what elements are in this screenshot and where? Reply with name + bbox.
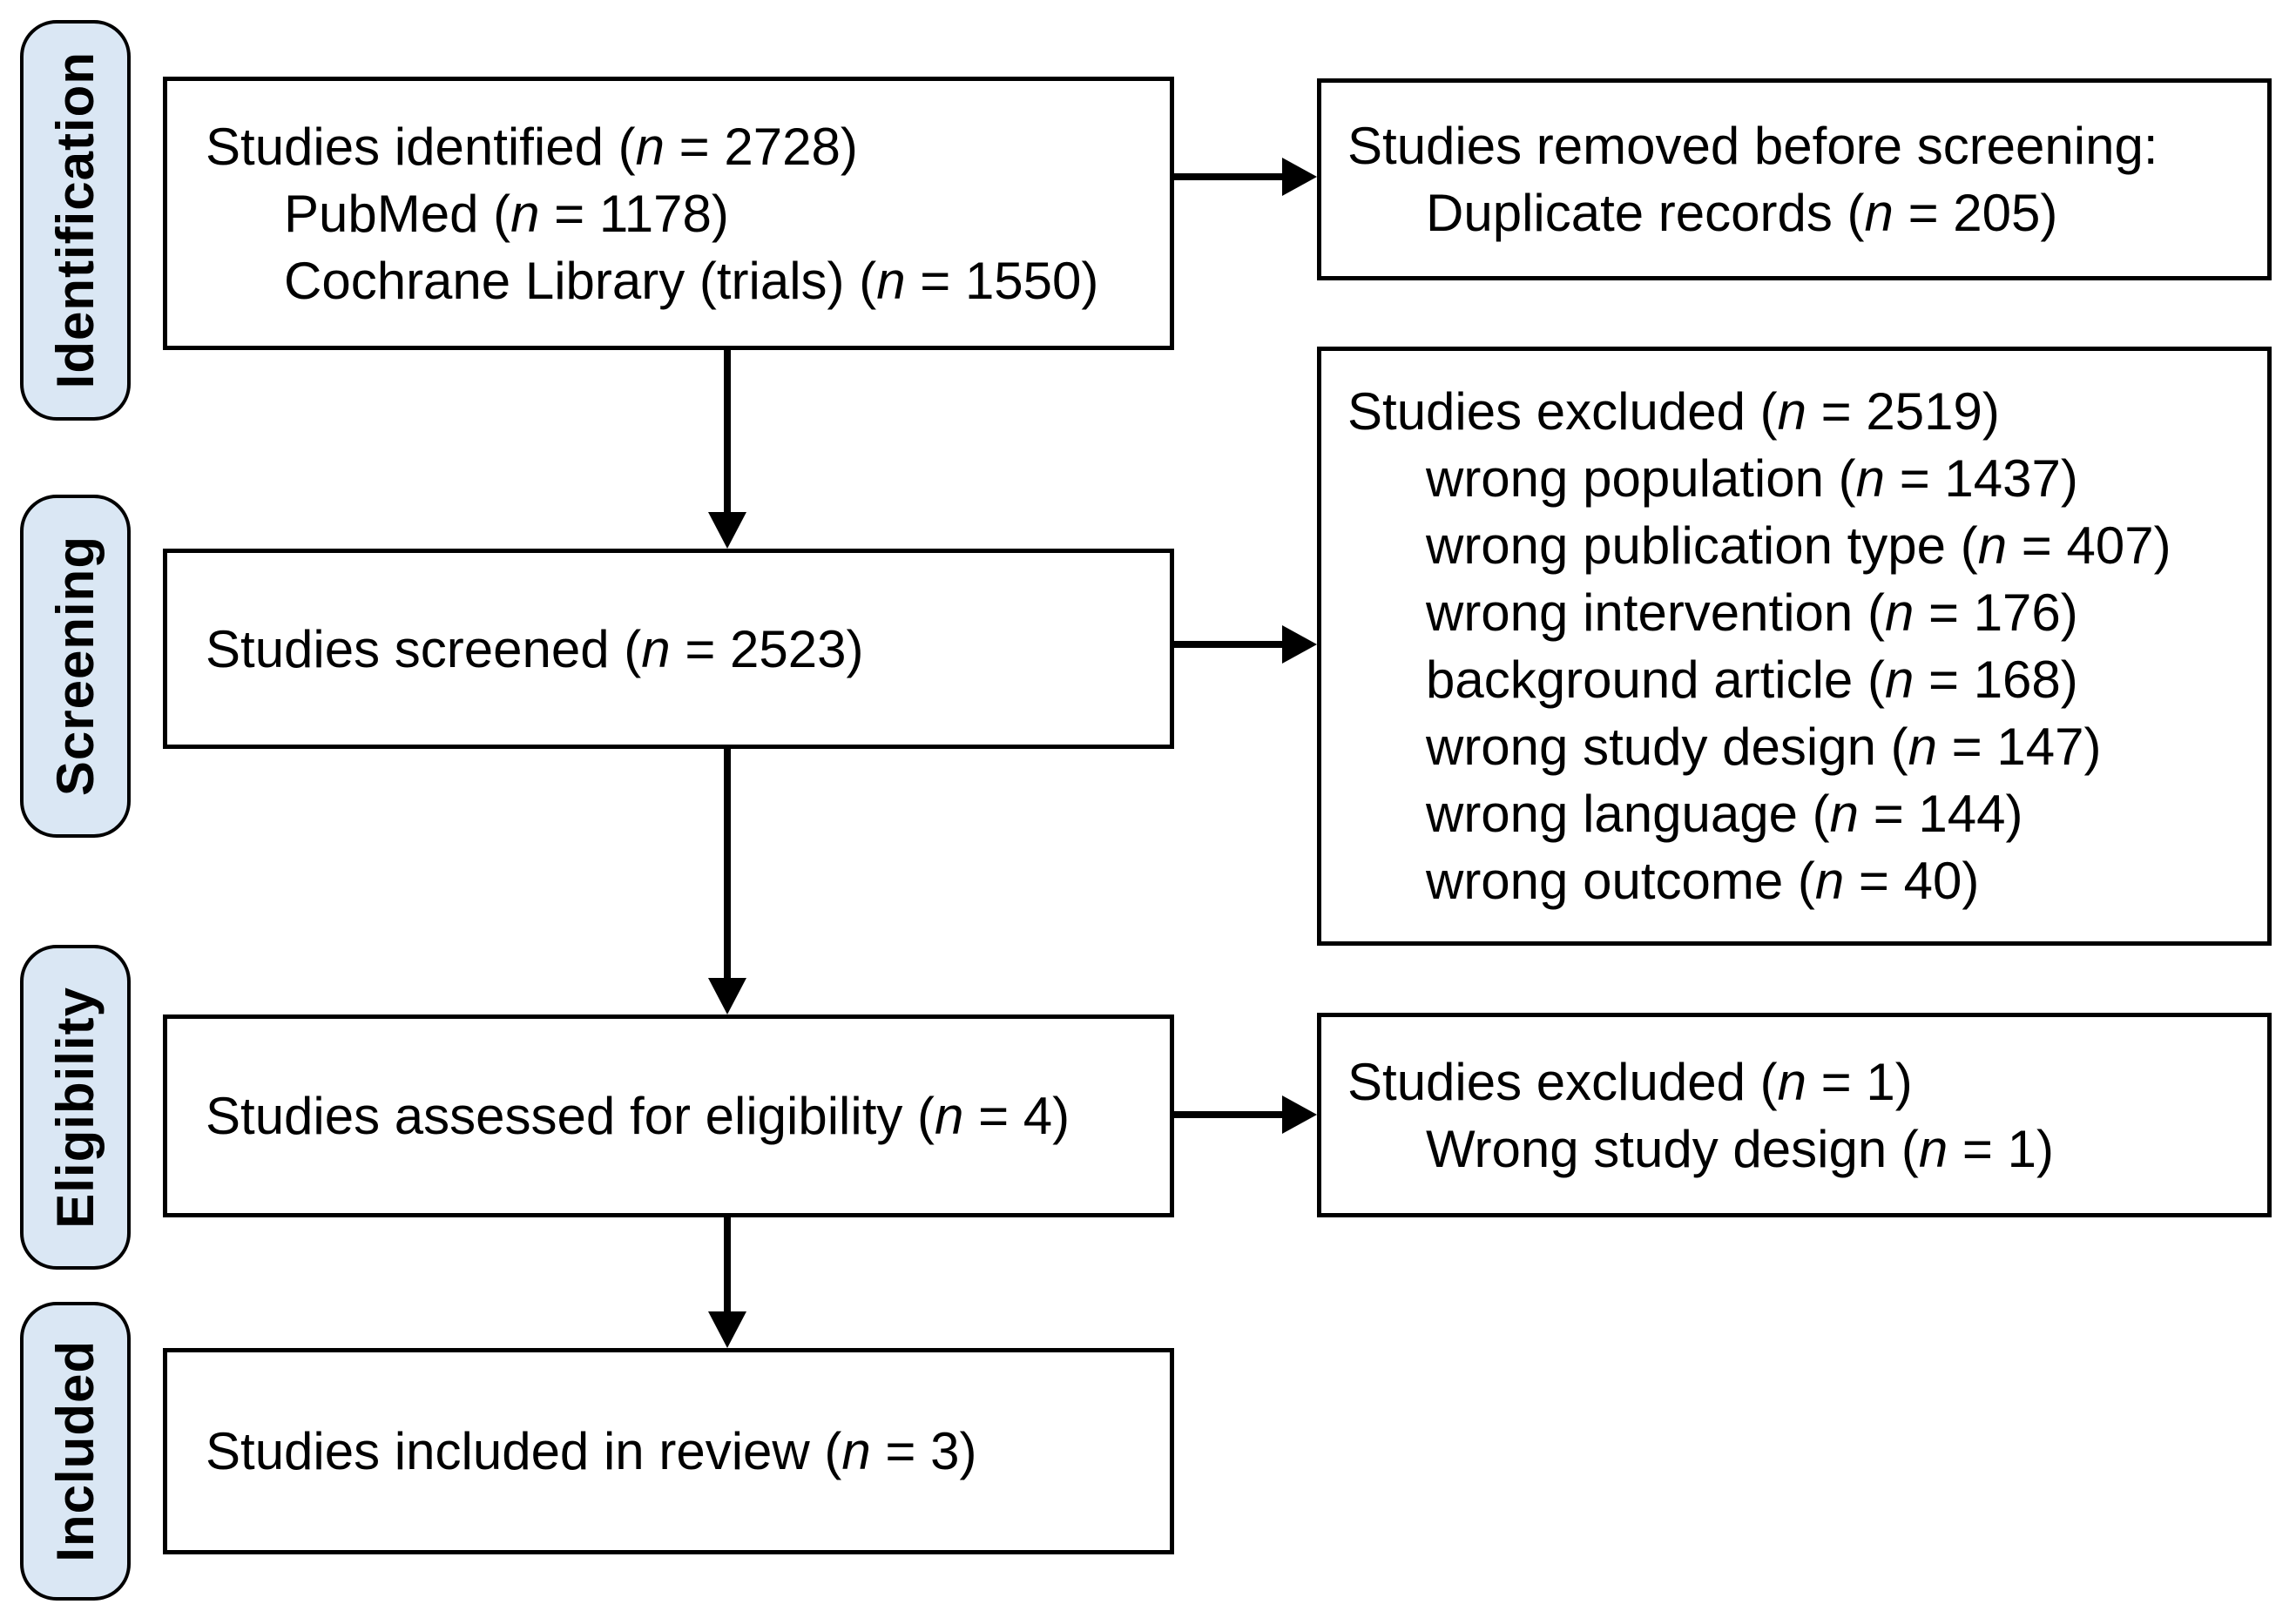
text-line: Studies excluded (n = 1) xyxy=(1347,1052,1913,1111)
text-line: PubMed (n = 1178) xyxy=(284,184,729,243)
text-line: wrong study design (n = 147) xyxy=(1426,718,2102,776)
arrow-down-assessed-to-included xyxy=(708,1217,746,1348)
text-line: Cochrane Library (trials) (n = 1550) xyxy=(284,251,1099,310)
flow-box-studies-screened: Studies screened (n = 2523) xyxy=(163,549,1174,749)
stage-label-text: Included xyxy=(46,1340,105,1562)
arrow-right-screened-to-excluded xyxy=(1174,625,1317,664)
arrow-down-icon xyxy=(708,1311,746,1348)
side-box-excluded-at-eligibility: Studies excluded (n = 1) Wrong study desi… xyxy=(1317,1013,2272,1217)
text-line: Studies removed before screening: xyxy=(1347,117,2158,175)
stage-label-identification: Identification xyxy=(20,20,131,421)
flow-box-studies-included-in-review: Studies included in review (n = 3) xyxy=(163,1348,1174,1554)
text-line: wrong publication type (n = 407) xyxy=(1426,516,2171,575)
arrow-right-icon xyxy=(1282,1095,1317,1134)
text-line: Studies assessed for eligibility (n = 4) xyxy=(206,1087,1070,1145)
text-line: Studies included in review (n = 3) xyxy=(206,1422,977,1480)
arrow-right-assessed-to-excluded xyxy=(1174,1095,1317,1134)
text-line: Duplicate records (n = 205) xyxy=(1426,184,2058,242)
text-line: wrong population (n = 1437) xyxy=(1426,449,2078,508)
arrow-shaft xyxy=(724,350,731,516)
arrow-down-icon xyxy=(708,978,746,1014)
stage-label-text: Screening xyxy=(46,536,105,797)
stage-label-screening: Screening xyxy=(20,495,131,838)
arrow-down-identified-to-screened xyxy=(708,350,746,549)
arrow-shaft xyxy=(724,1217,731,1315)
arrow-shaft xyxy=(1174,1111,1287,1118)
arrow-shaft xyxy=(1174,173,1287,180)
arrow-right-icon xyxy=(1282,625,1317,664)
arrow-down-screened-to-assessed xyxy=(708,749,746,1014)
stage-label-text: Identification xyxy=(46,51,105,389)
flow-box-studies-assessed-for-eligibility: Studies assessed for eligibility (n = 4) xyxy=(163,1014,1174,1217)
text-line: Studies identified (n = 2728) xyxy=(206,117,858,176)
arrow-down-icon xyxy=(708,512,746,549)
flow-box-studies-identified: Studies identified (n = 2728) PubMed (n =… xyxy=(163,77,1174,350)
side-box-removed-before-screening: Studies removed before screening: Duplica… xyxy=(1317,78,2272,280)
text-line: Studies screened (n = 2523) xyxy=(206,619,864,678)
stage-label-text: Eligibility xyxy=(46,986,105,1229)
text-line: background article (n = 168) xyxy=(1426,650,2078,709)
text-line: wrong outcome (n = 40) xyxy=(1426,852,1980,910)
text-line: wrong language (n = 144) xyxy=(1426,785,2023,843)
stage-label-eligibility: Eligibility xyxy=(20,945,131,1270)
side-box-excluded-at-screening: Studies excluded (n = 2519) wrong populat… xyxy=(1317,347,2272,946)
text-line: Wrong study design (n = 1) xyxy=(1426,1119,2054,1178)
arrow-right-identified-to-removed xyxy=(1174,158,1317,196)
text-line: wrong intervention (n = 176) xyxy=(1426,583,2078,642)
arrow-shaft xyxy=(1174,641,1287,648)
arrow-right-icon xyxy=(1282,158,1317,196)
stage-label-included: Included xyxy=(20,1302,131,1601)
text-line: Studies excluded (n = 2519) xyxy=(1347,382,2000,441)
arrow-shaft xyxy=(724,749,731,981)
